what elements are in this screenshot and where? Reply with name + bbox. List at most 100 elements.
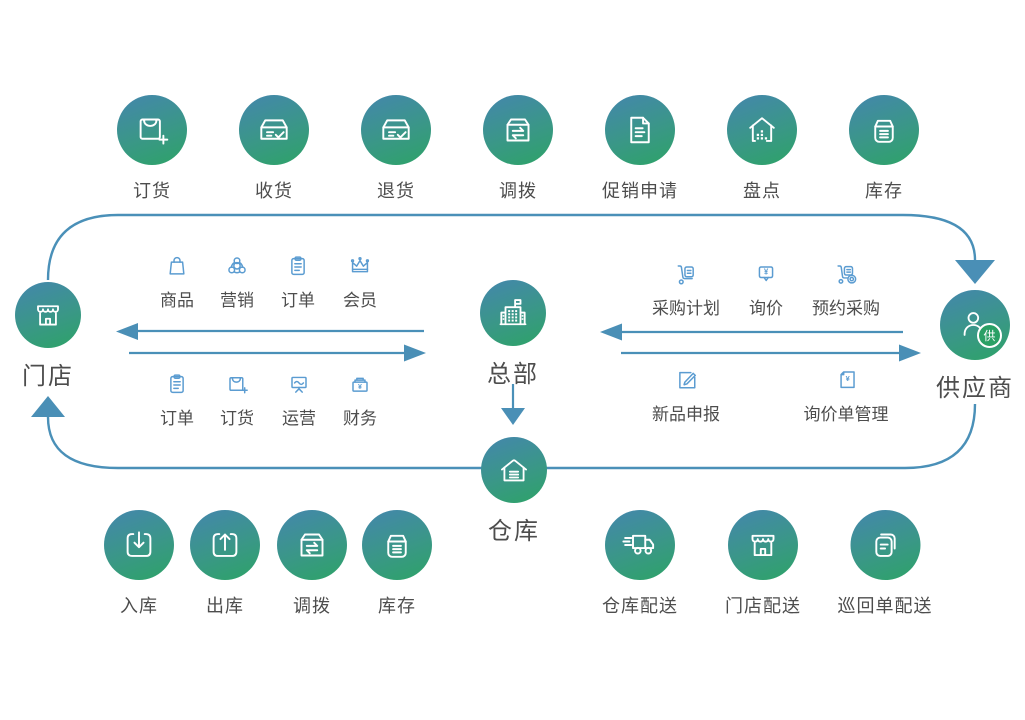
node-label: 库存 bbox=[378, 596, 416, 616]
warehouse-icon bbox=[494, 450, 534, 490]
node-label: 巡回单配送 bbox=[837, 596, 933, 616]
feature-label: 会员 bbox=[343, 291, 377, 310]
presentation-chart-icon bbox=[285, 370, 313, 398]
hub-headquarters: 总部 bbox=[480, 280, 546, 389]
node-label: 退货 bbox=[377, 181, 415, 201]
clipboard-icon bbox=[284, 252, 312, 280]
feature-orders-2: 订单 bbox=[160, 370, 194, 429]
node-label: 出库 bbox=[206, 596, 244, 616]
arrow-left-to-hq-icon bbox=[600, 323, 622, 341]
shopping-bag-plus-icon bbox=[131, 109, 173, 151]
feature-purchase-plan: 采购计划 bbox=[652, 260, 720, 319]
feature-orders: 订单 bbox=[281, 252, 315, 311]
feature-label: 订单 bbox=[160, 409, 194, 428]
price-inquiry-bubble-icon bbox=[752, 260, 780, 288]
crown-icon bbox=[346, 252, 374, 280]
document-icon bbox=[619, 109, 661, 151]
bottom-node-warehouse-delivery: 仓库配送 bbox=[602, 510, 678, 618]
box-transfer-icon bbox=[497, 109, 539, 151]
arrow-left-to-store-icon bbox=[116, 323, 138, 340]
hub-store: 门店 bbox=[15, 282, 81, 391]
inbound-arrow-icon bbox=[118, 524, 160, 566]
clipboard-icon bbox=[163, 370, 191, 398]
feature-label: 询价单管理 bbox=[803, 405, 889, 424]
feature-label: 预约采购 bbox=[812, 299, 880, 318]
headquarters-building-icon bbox=[493, 293, 533, 333]
marketing-network-icon bbox=[223, 252, 251, 280]
arrow-up-to-store-icon bbox=[31, 396, 65, 417]
hub-label: 供应商 bbox=[936, 375, 1014, 402]
box-check-icon bbox=[253, 109, 295, 151]
hub-label: 仓库 bbox=[488, 518, 540, 545]
bottom-node-inventory: 库存 bbox=[362, 510, 432, 618]
bottom-node-inbound: 入库 bbox=[104, 510, 174, 618]
feature-label: 订货 bbox=[220, 409, 254, 428]
storage-bin-icon bbox=[376, 524, 418, 566]
node-label: 入库 bbox=[120, 596, 158, 616]
shopping-bag-icon bbox=[163, 252, 191, 280]
feature-finance: 财务 bbox=[343, 370, 377, 429]
feature-new-product-declaration: 新品申报 bbox=[652, 366, 720, 425]
top-loop-line bbox=[46, 213, 977, 281]
feature-label: 财务 bbox=[343, 409, 377, 428]
node-label: 调拨 bbox=[499, 181, 537, 201]
hub-warehouse: 仓库 bbox=[481, 437, 547, 546]
top-node-inventory: 库存 bbox=[849, 95, 919, 203]
box-transfer-icon bbox=[291, 524, 333, 566]
top-node-order-goods: 订货 bbox=[117, 95, 187, 203]
feature-order-goods: 订货 bbox=[220, 370, 254, 429]
bottom-node-route-order-delivery: 巡回单配送 bbox=[838, 510, 933, 618]
hub-label: 门店 bbox=[22, 363, 74, 390]
top-node-receive-goods: 收货 bbox=[239, 95, 309, 203]
storefront-icon bbox=[28, 295, 68, 335]
top-node-transfer: 调拨 bbox=[483, 95, 553, 203]
bottom-node-outbound: 出库 bbox=[190, 510, 260, 618]
arrow-down-to-warehouse-icon bbox=[501, 408, 525, 425]
top-node-promotion-request: 促销申请 bbox=[602, 95, 678, 203]
delivery-truck-icon bbox=[619, 524, 661, 566]
stocktake-house-icon bbox=[741, 109, 783, 151]
bottom-node-transfer: 调拨 bbox=[277, 510, 347, 618]
feature-reserved-purchase: 预约采购 bbox=[812, 260, 880, 319]
storage-bin-icon bbox=[863, 109, 905, 151]
node-label: 库存 bbox=[865, 181, 903, 201]
arrow-right-to-supplier-icon bbox=[899, 344, 921, 362]
arrow-right-to-hq-icon bbox=[404, 344, 426, 362]
node-label: 盘点 bbox=[743, 181, 781, 201]
cart-coin-icon bbox=[832, 260, 860, 288]
edit-pencil-icon bbox=[672, 366, 700, 394]
storefront-icon bbox=[742, 524, 784, 566]
feature-label: 商品 bbox=[160, 291, 194, 310]
feature-members: 会员 bbox=[343, 252, 377, 311]
node-label: 门店配送 bbox=[725, 596, 801, 616]
feature-label: 询价 bbox=[749, 299, 783, 318]
feature-label: 运营 bbox=[282, 409, 316, 428]
feature-label: 采购计划 bbox=[652, 299, 720, 318]
hub-supplier: 供 供应商 bbox=[936, 290, 1014, 403]
feature-inquiry-order-management: 询价单管理 bbox=[804, 366, 889, 425]
node-label: 订货 bbox=[133, 181, 171, 201]
feature-products: 商品 bbox=[160, 252, 194, 311]
bottom-node-store-delivery: 门店配送 bbox=[725, 510, 801, 618]
stacked-documents-icon bbox=[864, 524, 906, 566]
feature-operations: 运营 bbox=[282, 370, 316, 429]
document-yen-icon bbox=[832, 366, 860, 394]
arrow-down-to-supplier-icon bbox=[955, 260, 995, 284]
top-node-return-goods: 退货 bbox=[361, 95, 431, 203]
feature-label: 营销 bbox=[220, 291, 254, 310]
feature-label: 新品申报 bbox=[652, 405, 720, 424]
feature-marketing: 营销 bbox=[220, 252, 254, 311]
node-label: 促销申请 bbox=[602, 181, 678, 201]
trolley-document-icon bbox=[672, 260, 700, 288]
cash-box-icon bbox=[346, 370, 374, 398]
box-check-icon bbox=[375, 109, 417, 151]
supplier-badge: 供 bbox=[977, 323, 1002, 348]
shopping-bag-plus-icon bbox=[223, 370, 251, 398]
feature-label: 订单 bbox=[281, 291, 315, 310]
node-label: 收货 bbox=[255, 181, 293, 201]
top-node-stocktaking: 盘点 bbox=[727, 95, 797, 203]
node-label: 调拨 bbox=[293, 596, 331, 616]
feature-price-inquiry: 询价 bbox=[749, 260, 783, 319]
outbound-arrow-icon bbox=[204, 524, 246, 566]
